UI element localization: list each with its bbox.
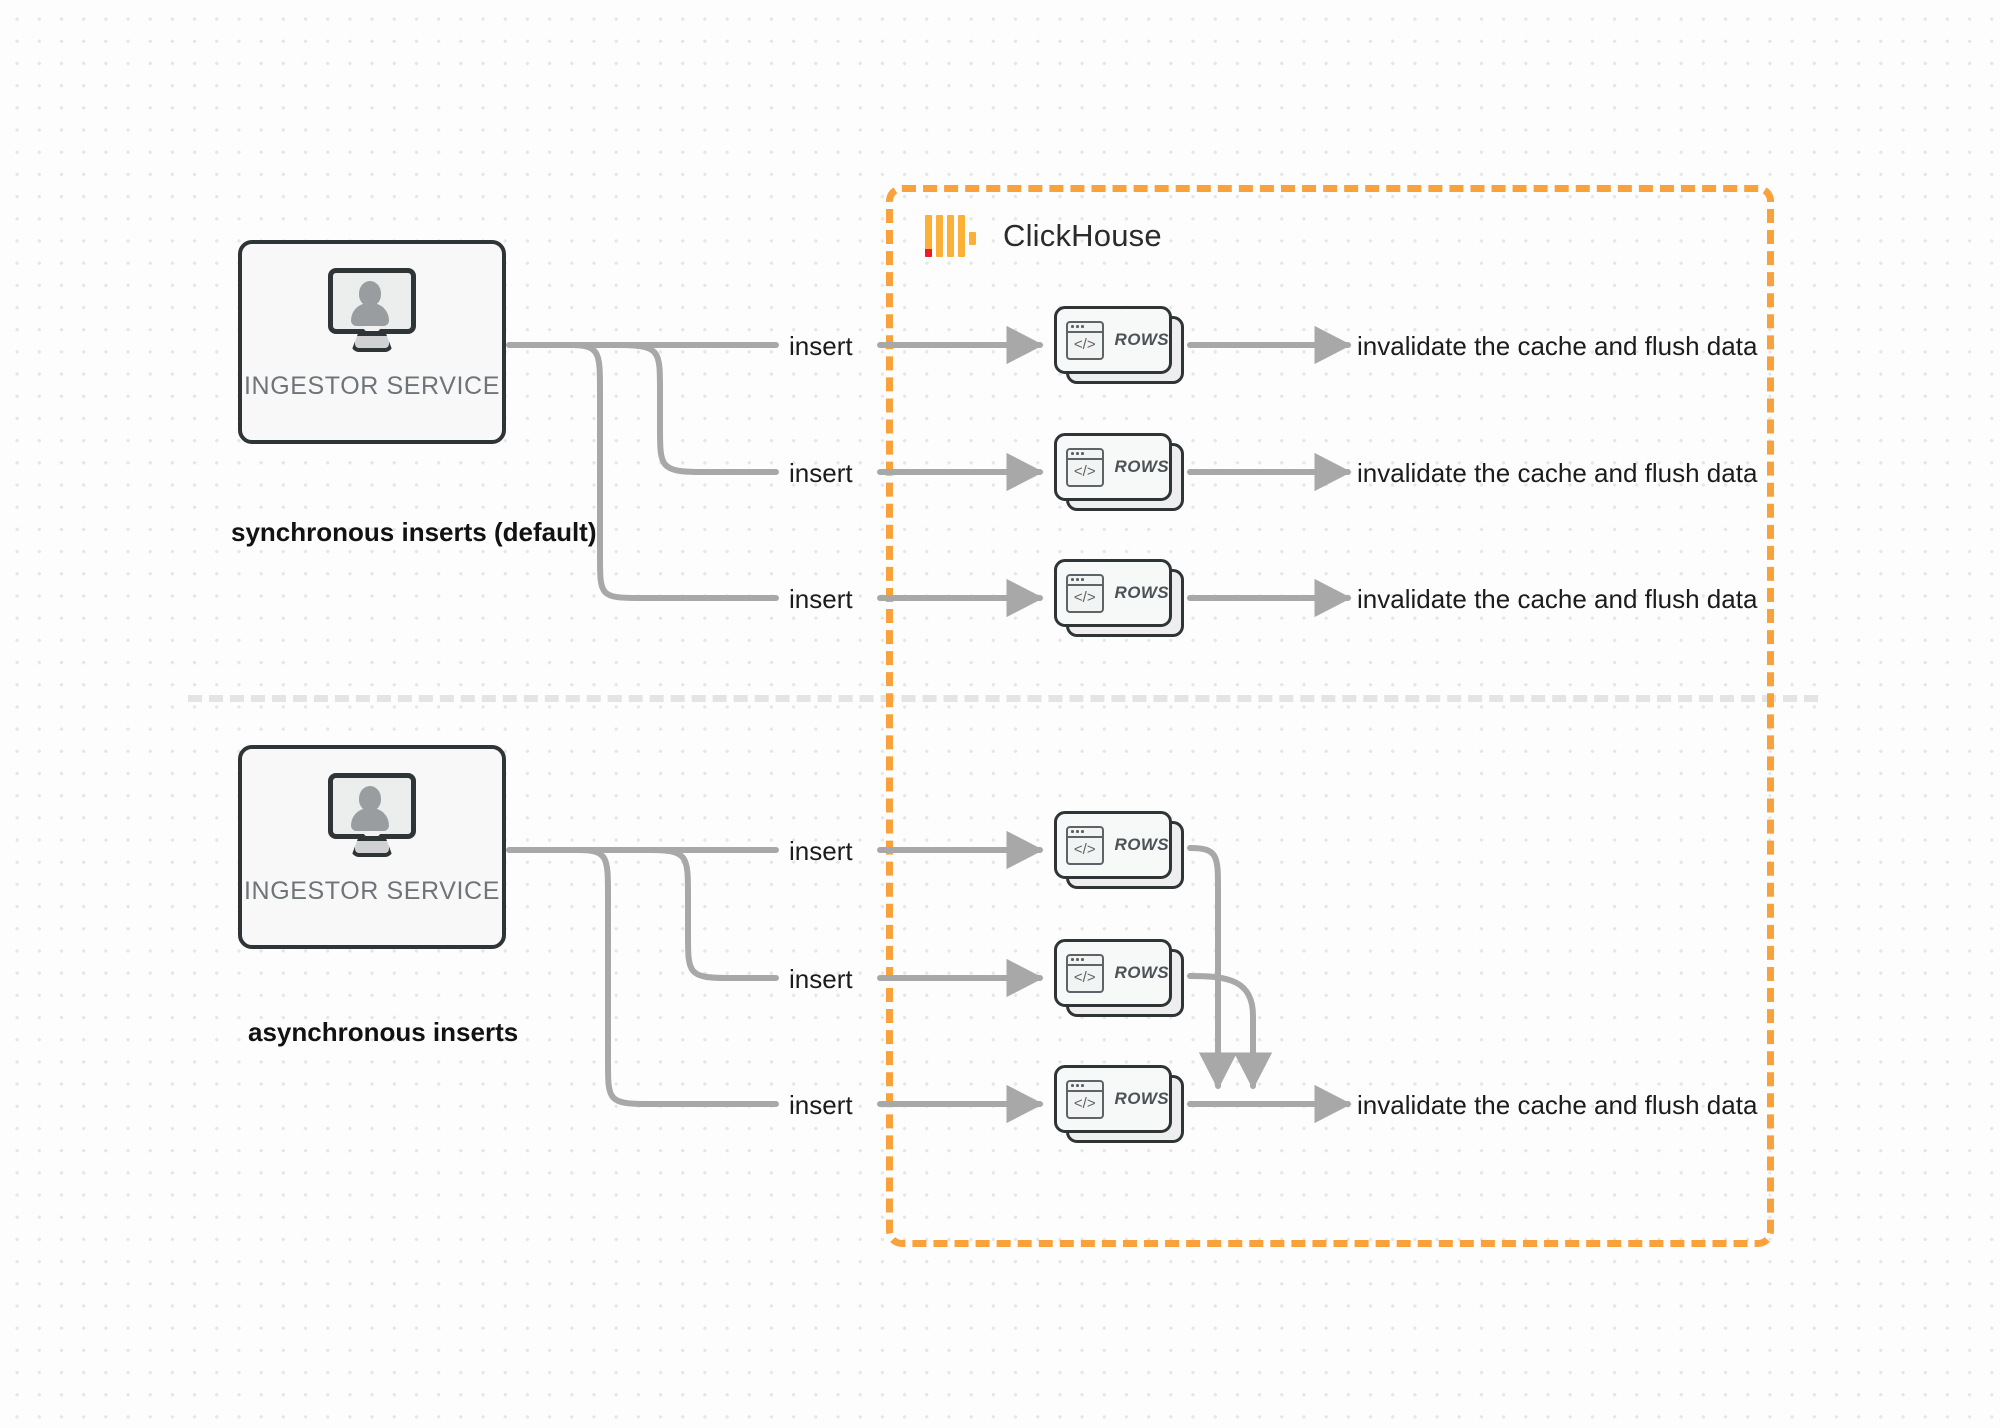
ingestor-service-async[interactable]: INGESTOR SERVICE xyxy=(238,745,506,949)
code-glyph: </> xyxy=(1073,1095,1096,1112)
rows-card-async-1[interactable]: </> ROWS xyxy=(1054,811,1184,889)
clickhouse-logo-icon xyxy=(925,215,976,257)
insert-label-sync-1: insert xyxy=(789,331,853,361)
result-label-sync-1: invalidate the cache and flush data xyxy=(1357,331,1758,361)
ingestor-service-sync[interactable]: INGESTOR SERVICE xyxy=(238,240,506,444)
clickhouse-label: ClickHouse xyxy=(1003,218,1162,253)
code-window-icon: </> xyxy=(1066,447,1104,487)
result-label-sync-3: invalidate the cache and flush data xyxy=(1357,584,1758,614)
insert-label-async-2: insert xyxy=(789,964,853,994)
rows-label: ROWS xyxy=(1114,330,1169,349)
section-divider xyxy=(188,695,1818,702)
caption-asynchronous: asynchronous inserts xyxy=(248,1017,519,1047)
insert-label-async-3: insert xyxy=(789,1090,853,1120)
code-window-icon: </> xyxy=(1066,573,1104,613)
caption-synchronous: synchronous inserts (default) xyxy=(231,517,597,547)
code-glyph: </> xyxy=(1073,589,1096,606)
rows-card-async-3[interactable]: </> ROWS xyxy=(1054,1065,1184,1143)
clickhouse-boundary xyxy=(886,185,1774,1247)
rows-label: ROWS xyxy=(1114,1089,1169,1108)
rows-label: ROWS xyxy=(1114,963,1169,982)
code-glyph: </> xyxy=(1073,969,1096,986)
ingestor-service-label: INGESTOR SERVICE xyxy=(244,372,500,400)
code-glyph: </> xyxy=(1073,841,1096,858)
result-label-async-merged: invalidate the cache and flush data xyxy=(1357,1090,1758,1120)
rows-label: ROWS xyxy=(1114,457,1169,476)
code-window-icon: </> xyxy=(1066,1079,1104,1119)
monitor-user-icon xyxy=(326,268,418,356)
insert-label-sync-3: insert xyxy=(789,584,853,614)
rows-card-async-2[interactable]: </> ROWS xyxy=(1054,939,1184,1017)
code-window-icon: </> xyxy=(1066,825,1104,865)
code-glyph: </> xyxy=(1073,336,1096,353)
rows-card-front: </> ROWS xyxy=(1054,433,1172,501)
rows-label: ROWS xyxy=(1114,583,1169,602)
rows-card-front: </> ROWS xyxy=(1054,306,1172,374)
rows-card-sync-1[interactable]: </> ROWS xyxy=(1054,306,1184,384)
code-glyph: </> xyxy=(1073,463,1096,480)
rows-card-front: </> ROWS xyxy=(1054,811,1172,879)
insert-label-sync-2: insert xyxy=(789,458,853,488)
code-window-icon: </> xyxy=(1066,953,1104,993)
clickhouse-brand: ClickHouse xyxy=(925,215,1162,257)
insert-label-async-1: insert xyxy=(789,836,853,866)
rows-card-front: </> ROWS xyxy=(1054,1065,1172,1133)
code-window-icon: </> xyxy=(1066,320,1104,360)
rows-card-front: </> ROWS xyxy=(1054,559,1172,627)
rows-card-sync-3[interactable]: </> ROWS xyxy=(1054,559,1184,637)
result-label-sync-2: invalidate the cache and flush data xyxy=(1357,458,1758,488)
ingestor-service-label: INGESTOR SERVICE xyxy=(244,877,500,905)
rows-label: ROWS xyxy=(1114,835,1169,854)
rows-card-front: </> ROWS xyxy=(1054,939,1172,1007)
monitor-user-icon xyxy=(326,773,418,861)
rows-card-sync-2[interactable]: </> ROWS xyxy=(1054,433,1184,511)
